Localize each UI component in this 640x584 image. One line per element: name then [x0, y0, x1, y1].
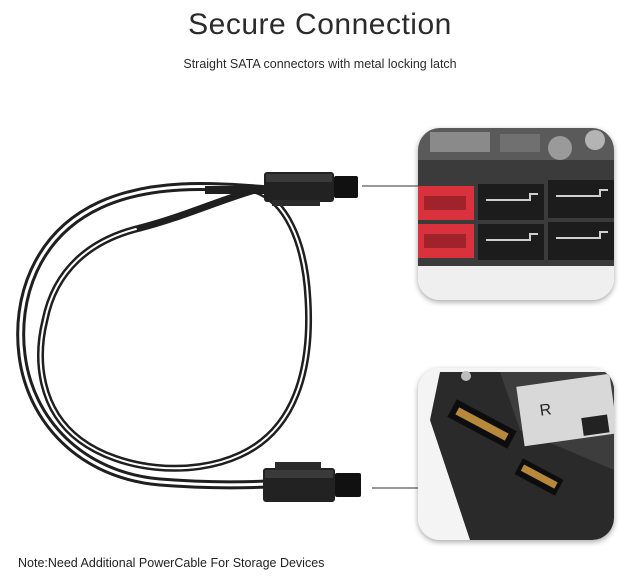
sata-cable	[16, 182, 313, 490]
ssd-connector-inset: R	[418, 368, 614, 540]
bottom-sata-connector	[263, 462, 361, 502]
ssd-label-text: R	[539, 401, 553, 419]
note-text: Note:Need Additional PowerCable For Stor…	[18, 556, 325, 570]
page-subtitle: Straight SATA connectors with metal lock…	[183, 57, 457, 71]
motherboard-ports-inset	[418, 128, 614, 300]
page-title: Secure Connection	[188, 8, 452, 41]
top-sata-connector	[205, 172, 358, 206]
